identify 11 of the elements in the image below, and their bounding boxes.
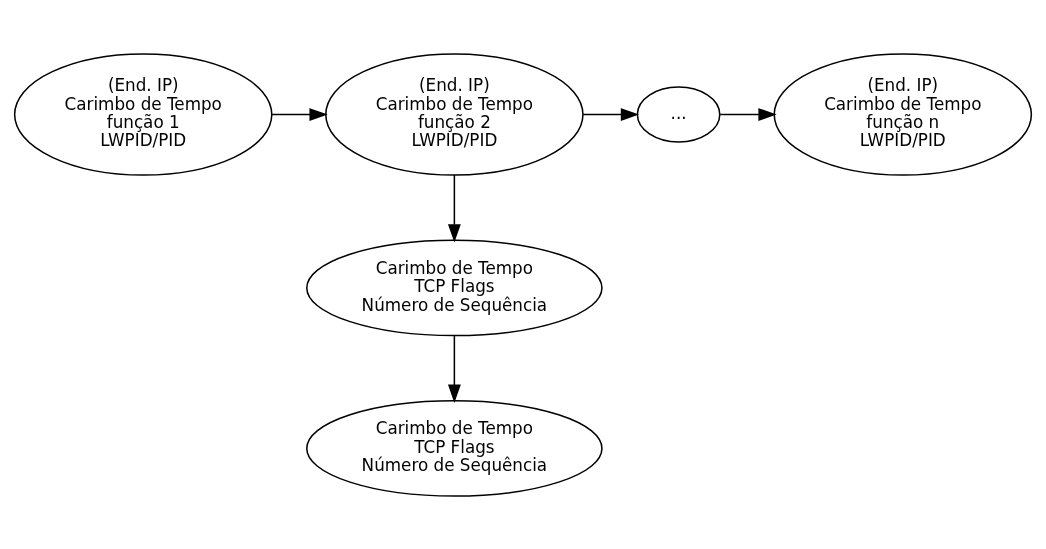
node-ellipse: (End. IP) Carimbo de Tempo função n LWPID/PID	[773, 52, 1033, 176]
arrow	[719, 107, 777, 121]
node-ellipse: Carimbo de Tempo TCP Flags Número de Sequência	[306, 399, 603, 497]
arrow	[271, 107, 328, 121]
arrow	[582, 107, 640, 121]
node-ellipse: (End. IP) Carimbo de Tempo função 1 LWPID/PID	[13, 52, 273, 176]
node-ellipse: ...	[636, 85, 721, 143]
node-ellipse: (End. IP) Carimbo de Tempo função 2 LWPID/PID	[325, 52, 584, 176]
arrow	[447, 334, 461, 403]
node-ellipse: Carimbo de Tempo TCP Flags Número de Sequência	[306, 239, 603, 336]
arrow	[447, 173, 461, 243]
